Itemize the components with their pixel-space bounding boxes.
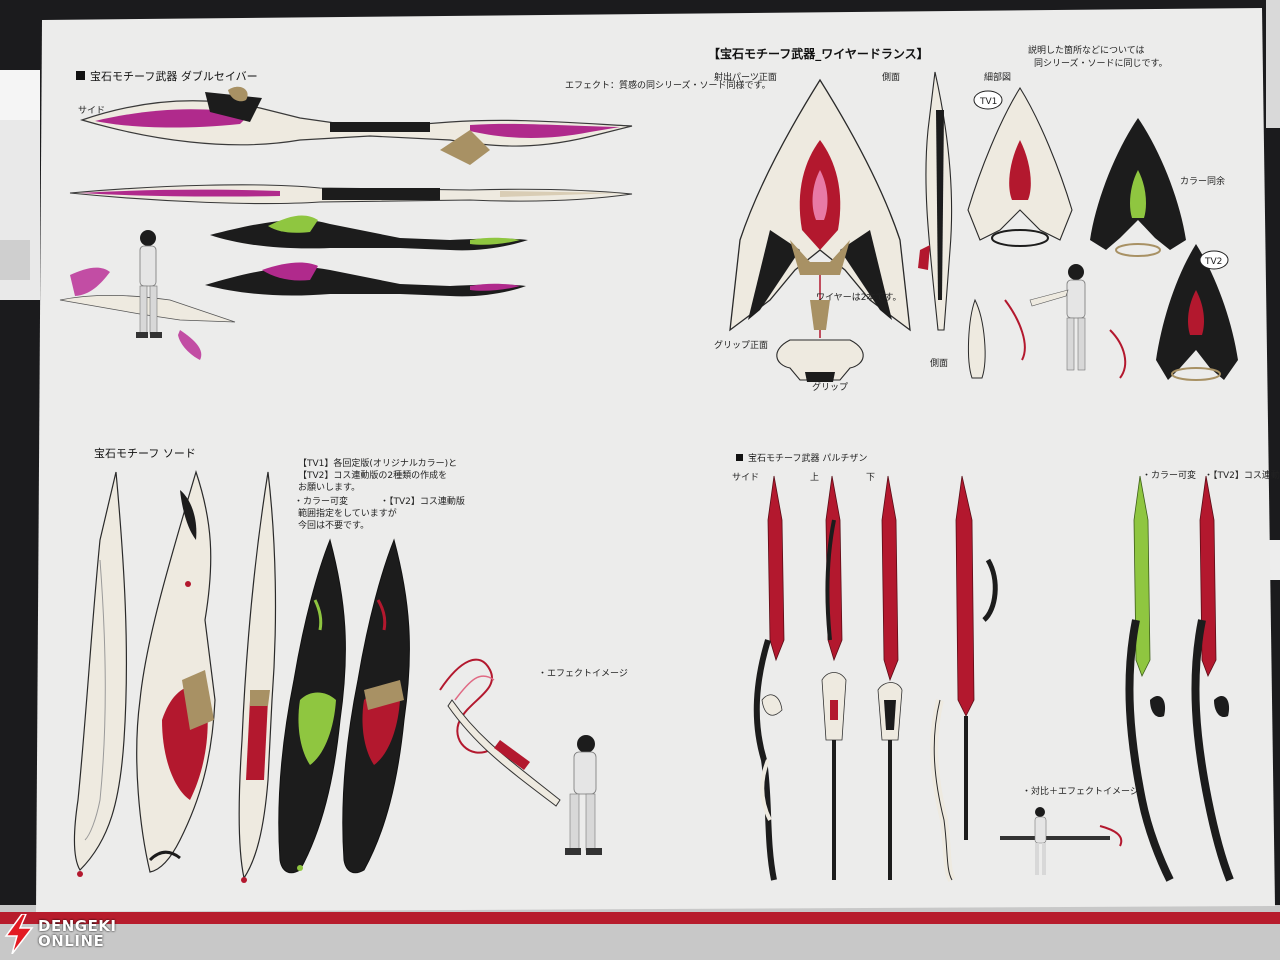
wire-lance-detail-label: 細部図 xyxy=(984,71,1011,83)
background-wall-right xyxy=(1266,0,1280,128)
wire-lance-grip-label: グリップ xyxy=(812,381,848,393)
sword-color-note-line3: 今回は不要です。 xyxy=(298,519,369,531)
sword-effect-note: ・エフェクトイメージ xyxy=(538,668,628,679)
partisan-color-note: ・カラー可変 xyxy=(1142,469,1196,481)
tv1-badge: TV1 xyxy=(973,90,1003,110)
double-saber-note: エフェクト：質感の同シリーズ・ソード同様です。 xyxy=(565,79,771,91)
sword-white-side-view xyxy=(73,471,128,877)
sword-note-line2: 【TV2】コス連動版の2種類の作成を xyxy=(298,469,447,481)
dengeki-online-watermark: DENGEKI ONLINE xyxy=(4,912,117,956)
sword-color-note-line2: 範囲指定をしていますが xyxy=(298,507,397,519)
wire-lance-grip-front xyxy=(776,300,864,382)
sword-character-effect xyxy=(439,658,602,855)
double-saber-side-view xyxy=(80,86,633,165)
partisan-side-label: サイド xyxy=(732,472,759,483)
sword-black-green-view xyxy=(278,538,346,874)
sword-section: 宝石モチーフ ソード 【TV1】各回定版(オリジナルカラー)と 【TV2】コス連… xyxy=(73,446,628,883)
lightning-bolt-icon xyxy=(4,914,34,954)
sword-white-red-front-view xyxy=(136,469,216,873)
sword-white-narrow-view xyxy=(238,471,277,883)
wire-lance-title: 【宝石モチーフ武器_ワイヤードランス】 xyxy=(708,46,929,62)
partisan-marker-square xyxy=(736,454,743,461)
wire-lance-note-line2: 同シリーズ・ソードに同じです。 xyxy=(1034,57,1168,69)
wire-lance-section: 【宝石モチーフ武器_ワイヤードランス】 説明した箇所などについては 同シリーズ・… xyxy=(708,44,1238,393)
tv2-badge-lance: TV2 xyxy=(1199,250,1229,270)
wire-lance-detail-white xyxy=(967,86,1073,247)
partisan-red-black-variant xyxy=(1191,475,1234,882)
section-marker-square xyxy=(76,71,85,80)
wire-lance-grip-side xyxy=(967,298,986,379)
wire-lance-front-label: 射出パーツ正面 xyxy=(714,71,777,83)
watermark-line2: ONLINE xyxy=(38,932,105,950)
wire-lance-character xyxy=(1004,264,1127,379)
red-floor-strip xyxy=(0,912,1280,924)
wire-lance-side-view xyxy=(918,71,953,331)
sword-title: 宝石モチーフ ソード xyxy=(94,446,196,460)
sword-tv2-note: ・【TV2】コス連動版 xyxy=(380,495,465,507)
double-saber-character xyxy=(59,230,236,360)
wire-lance-grip-side-label: 側面 xyxy=(930,357,948,369)
background-stripe-left xyxy=(0,240,30,280)
watermark-line1: DENGEKI xyxy=(38,917,117,935)
double-saber-side-label: サイド xyxy=(78,105,105,116)
wire-lance-detail-black-red xyxy=(1156,244,1238,381)
wire-lance-note-line1: 説明した箇所などについては xyxy=(1028,44,1145,56)
sword-black-red-view xyxy=(342,538,410,874)
sword-note-line1: 【TV1】各回定版(オリジナルカラー)と xyxy=(298,457,457,469)
partisan-top-label: 上 xyxy=(810,472,819,483)
wire-lance-wire-note: ワイヤーは2本です。 xyxy=(816,291,902,303)
wire-lance-front-view xyxy=(729,78,911,338)
wire-lance-side-label: 側面 xyxy=(882,71,900,83)
double-saber-top-view xyxy=(69,184,633,205)
watermark-text: DENGEKI ONLINE xyxy=(38,919,117,949)
partisan-section: 宝石モチーフ武器 パルチザン サイド 上 下 ・カラー可変 ・【TV2】コス連動… xyxy=(732,452,1280,883)
partisan-green-variant xyxy=(1125,475,1174,882)
background-stripe-right xyxy=(1268,540,1280,580)
wire-lance-grip-front-label: グリップ正面 xyxy=(714,339,768,351)
partisan-tail-view xyxy=(930,699,956,883)
double-saber-green-variant xyxy=(210,215,528,251)
partisan-bottom-label: 下 xyxy=(866,473,875,483)
partisan-character xyxy=(1000,807,1123,875)
ceiling-light xyxy=(0,70,40,120)
partisan-red-top-view xyxy=(821,475,847,880)
wire-lance-detail-black xyxy=(1090,118,1186,257)
partisan-tv2-note: ・【TV2】コス連動版 xyxy=(1204,469,1280,481)
sword-note-line3: お願いします。 xyxy=(298,482,360,493)
wire-lance-color-note: カラー同余 xyxy=(1180,175,1225,187)
partisan-red-long-view xyxy=(955,475,998,840)
tv1-badge-text: TV1 xyxy=(979,97,997,107)
double-saber-dark-variant xyxy=(205,262,526,297)
sword-color-note-line1: ・カラー可変 xyxy=(294,495,348,507)
partisan-red-side-view xyxy=(753,475,785,881)
partisan-red-bottom-view xyxy=(877,475,903,880)
partisan-effect-note: ・対比＋エフェクトイメージ xyxy=(1022,785,1139,797)
double-saber-section: 宝石モチーフ武器 ダブルセイバー サイド エフェクト：質感の同シリーズ・ソード同… xyxy=(59,69,771,360)
tv2-badge-text: TV2 xyxy=(1204,257,1222,267)
double-saber-title: 宝石モチーフ武器 ダブルセイバー xyxy=(90,69,258,83)
partisan-title: 宝石モチーフ武器 パルチザン xyxy=(748,452,867,464)
